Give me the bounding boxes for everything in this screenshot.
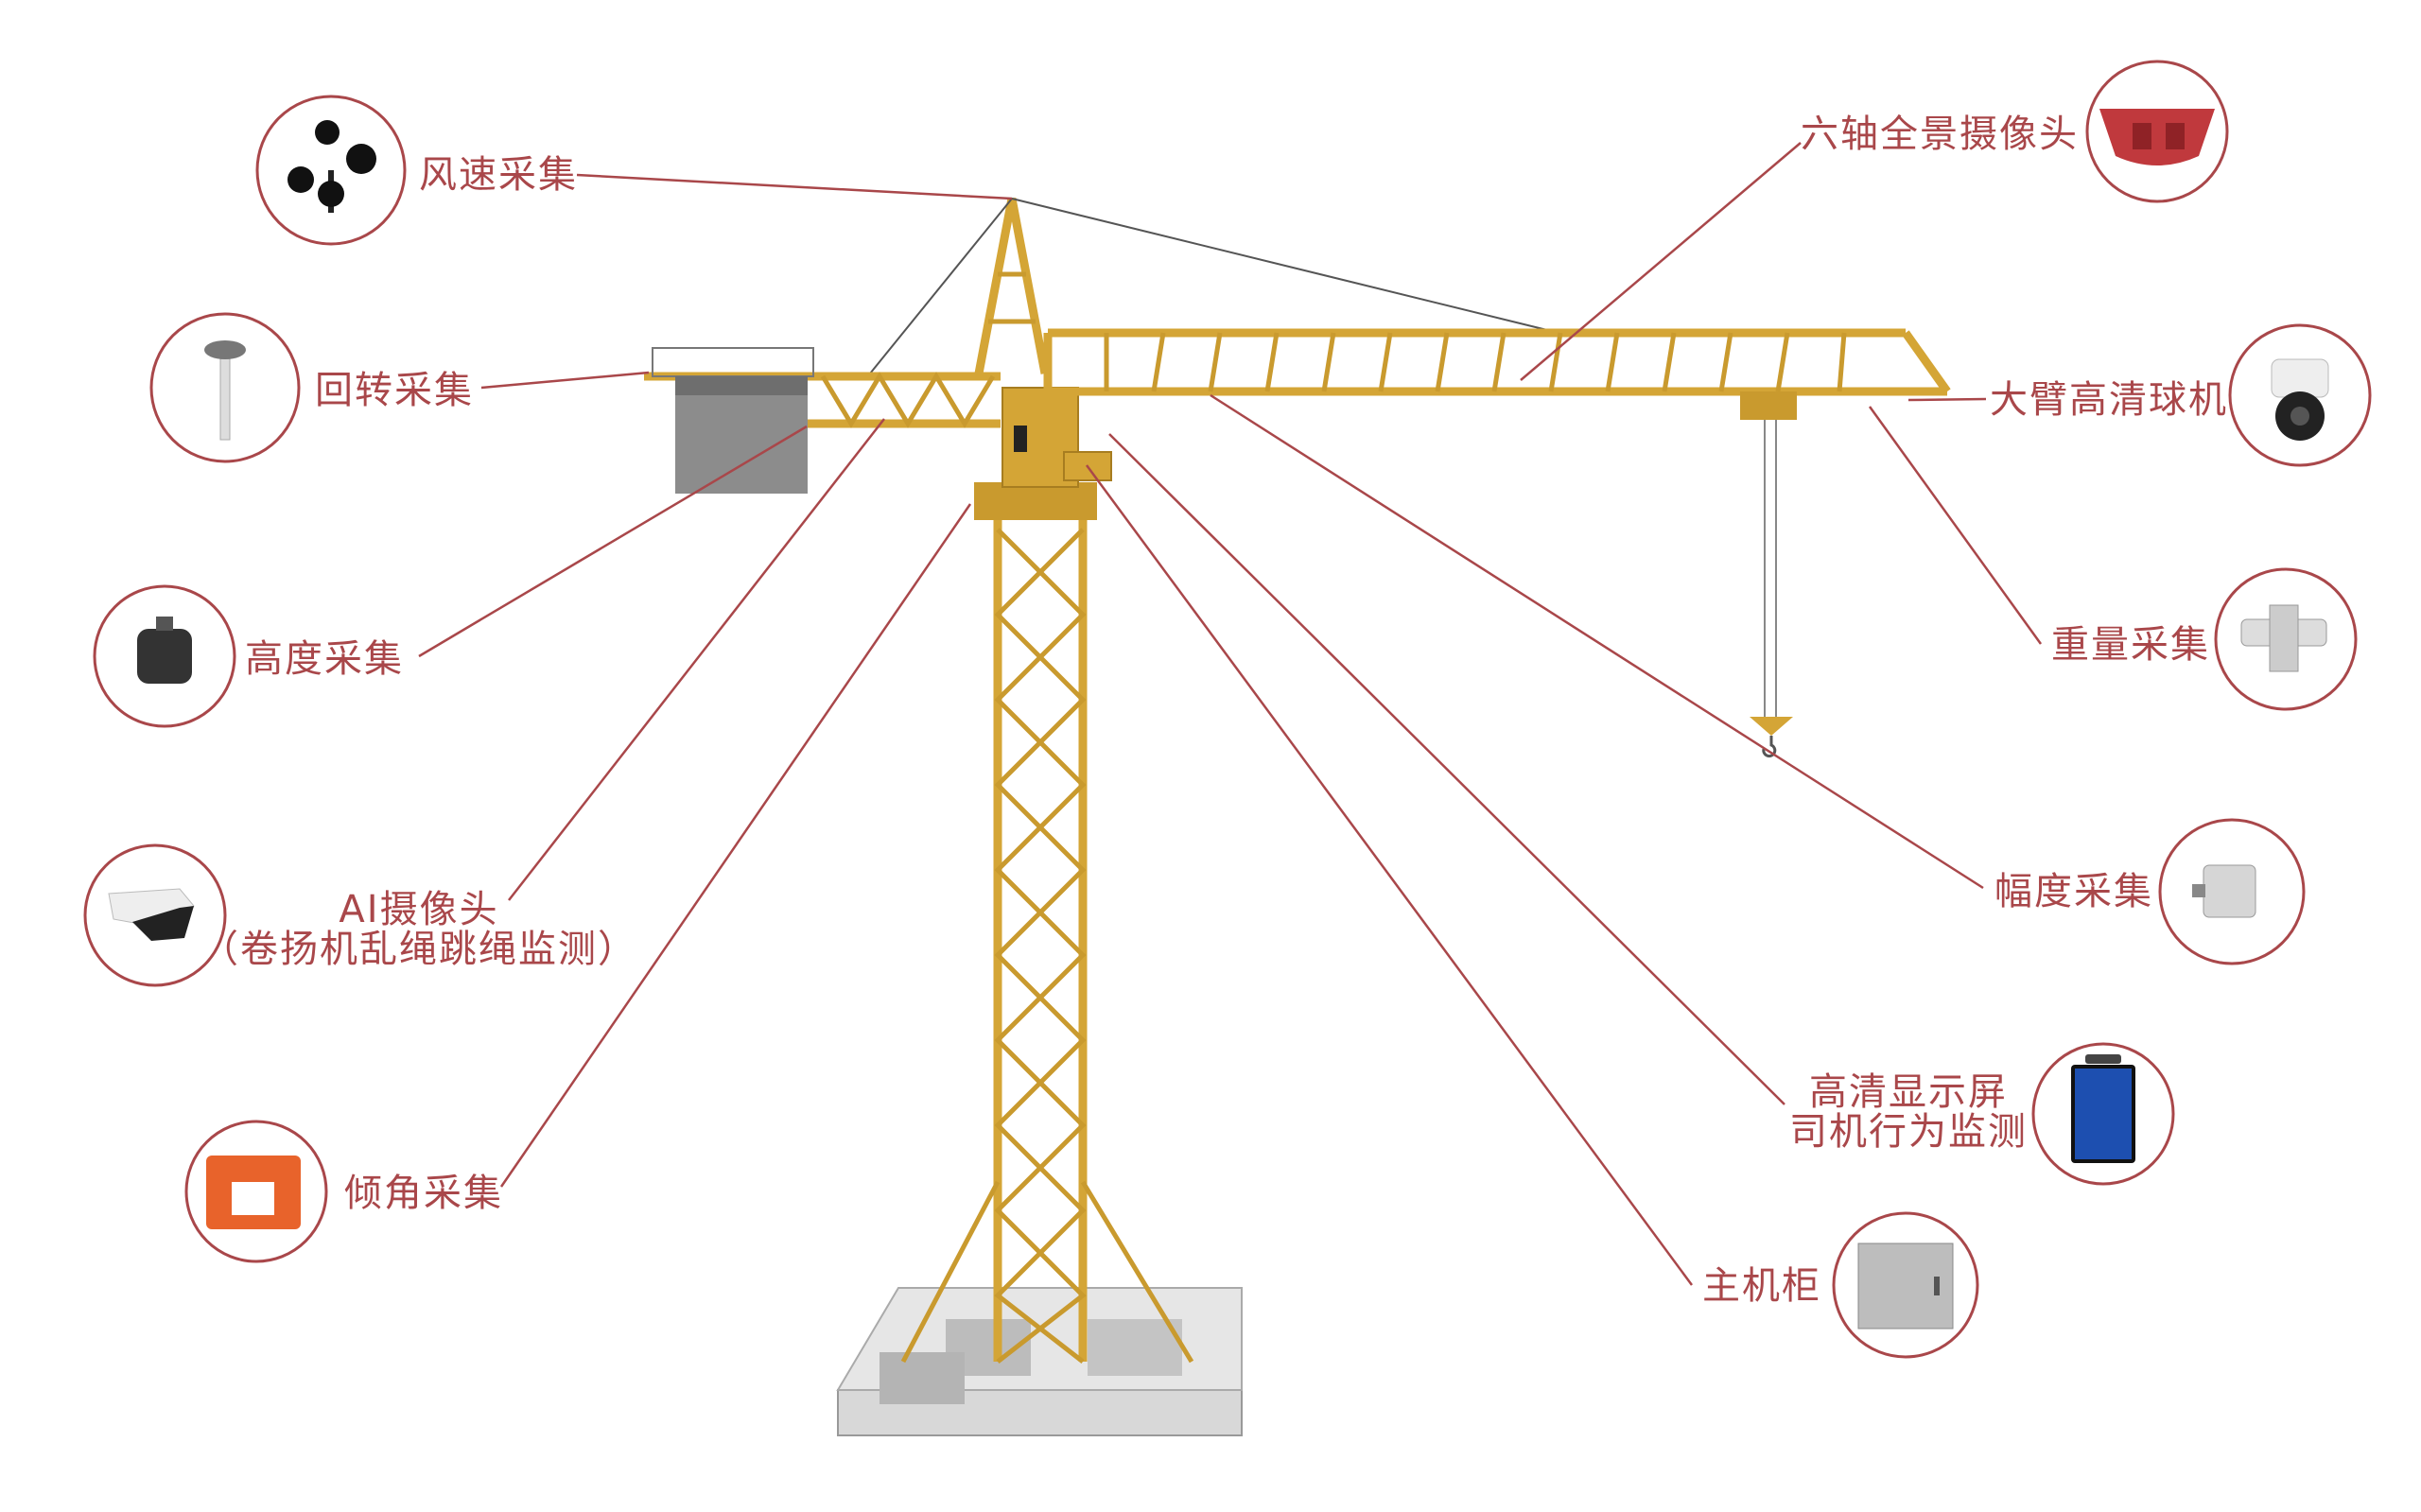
jib [1043,328,1951,420]
slewing-ring [974,482,1097,520]
label-height: 高度采集 [245,637,404,681]
hook [1750,420,1793,758]
tower-crane [644,198,1951,1436]
display-screen-icon [2071,1054,2135,1163]
label-cabinet: 主机柜 [1702,1264,1821,1308]
component-height: 高度采集 [93,584,404,728]
dome-camera-icon [2271,358,2329,441]
label-panoramic-camera: 六轴全景摄像头 [1801,113,2079,156]
leader-lines [418,142,2043,1286]
component-ai-camera: AI摄像头 （卷扬机乱绳跳绳监测） [83,843,637,987]
base-fence [836,1287,1243,1436]
tilt-sensor-icon [206,1156,301,1229]
label-wind-speed: 风速采集 [419,153,578,197]
label-display: 高清显示屏 [1809,1070,2008,1114]
panoramic-camera-icon [2099,109,2215,165]
weight-sensor-icon [2240,604,2327,672]
component-panoramic-camera: 六轴全景摄像头 [1801,60,2229,203]
label-tilt: 倾角采集 [344,1172,503,1215]
counterweight [675,376,808,494]
amplitude-sensor-icon [2192,864,2256,918]
bullet-camera-icon [108,888,195,941]
counter-jib [644,347,1001,494]
component-rotation: 回转采集 [149,312,474,463]
anemometer-icon [287,120,376,213]
component-display: 高清显示屏 司机行为监测 [1789,1042,2175,1186]
top-mast [974,198,1050,374]
component-weight: 重量采集 [2051,567,2358,711]
component-dome-camera: 大臂高清球机 [1990,323,2372,467]
component-cabinet: 主机柜 [1702,1211,1979,1359]
component-amplitude: 幅度采集 [1994,818,2306,965]
component-wind-speed: 风速采集 [255,95,578,246]
label-dome-camera: 大臂高清球机 [1990,378,2228,422]
rotation-sensor-icon [204,340,246,441]
sublabel-display: 司机行为监测 [1789,1110,2028,1154]
height-sensor-icon [137,617,192,684]
component-tilt: 倾角采集 [184,1120,503,1263]
label-amplitude: 幅度采集 [1994,870,2153,913]
label-ai-camera: AI摄像头 [339,888,498,931]
label-weight: 重量采集 [2051,623,2210,667]
sublabel-ai-camera: （卷扬机乱绳跳绳监测） [200,928,637,971]
label-rotation: 回转采集 [315,369,474,412]
cabinet-icon [1857,1243,1954,1330]
tower-mast [900,511,1194,1364]
